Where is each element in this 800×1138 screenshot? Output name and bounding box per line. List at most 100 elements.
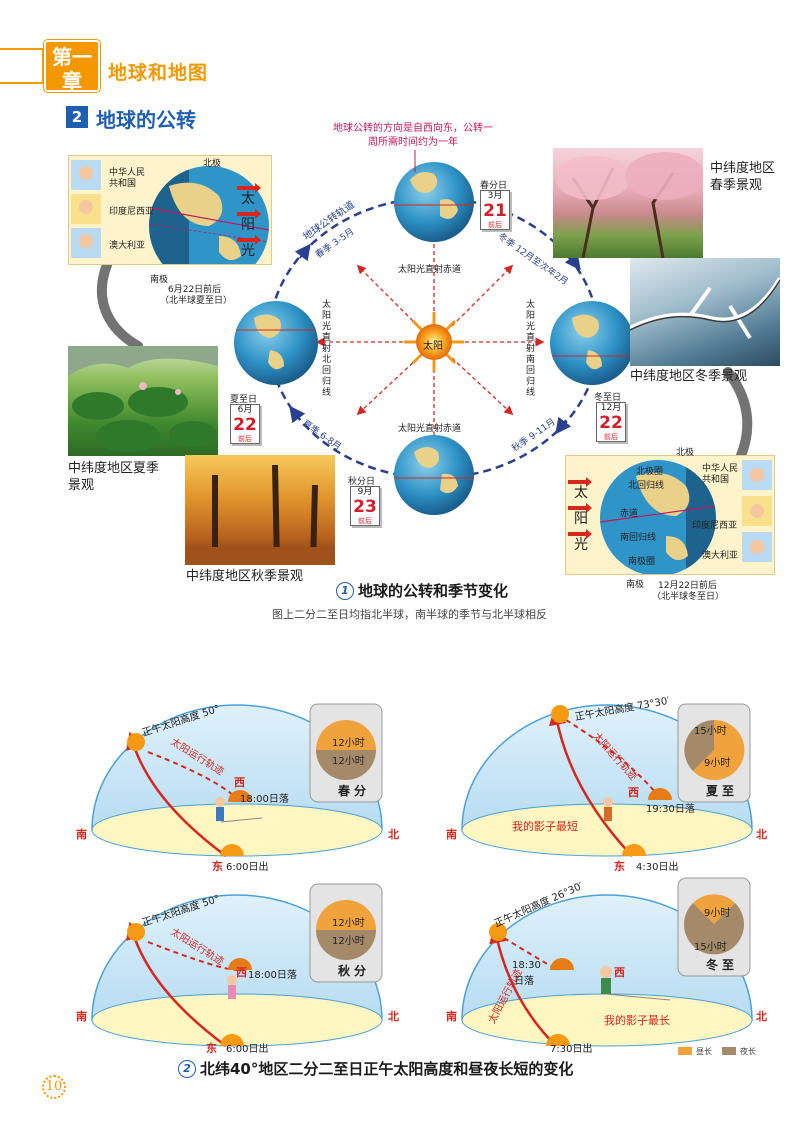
legend-day-label: 昼长 [696, 1047, 712, 1056]
spring-date-card: 3月 21 前后 [480, 190, 510, 230]
summer-date-name: 夏至日 [230, 395, 258, 405]
page-number: 10 [42, 1075, 66, 1099]
summer-shadow: 我的影子最短 [512, 820, 578, 833]
winter-name: 冬至 [706, 958, 739, 972]
winter-date-card: 12月 22 前后 [596, 402, 626, 442]
figure1-num: 1 [336, 582, 354, 600]
summer-set: 19:30日落 [646, 804, 695, 815]
winter-north-pole: 北极 [676, 448, 695, 458]
sun-label: 太阳 [423, 341, 443, 352]
summer-east: 东 [614, 860, 625, 873]
summer-night: 9小时 [704, 758, 731, 769]
summer-place-australia: 澳大利亚 [109, 241, 146, 251]
sun-icon [404, 312, 464, 372]
autumn-night: 12小时 [332, 936, 365, 947]
ray-label-bottom: 太阳光直射赤道 [398, 424, 462, 434]
summer-lotus [68, 346, 218, 452]
globe-winter [550, 301, 634, 385]
spring-pre: 前后 [488, 221, 502, 229]
winter-rise: 7:30日出 [550, 1044, 593, 1055]
spring-caption: 中纬度地区春季景观 [710, 161, 776, 193]
winter-ring-capricorn: 南回归线 [620, 533, 657, 543]
figure2-num: 2 [178, 1060, 196, 1078]
winter-sun-2: 阳 [574, 511, 588, 527]
globe-autumn [394, 435, 474, 515]
summer-month: 6月 [237, 405, 253, 415]
summer-north-pole: 北极 [203, 159, 222, 169]
autumn-rise: 6:00日出 [226, 1044, 269, 1055]
summer-inset-sub: （北半球夏至日） [160, 296, 233, 306]
autumn-caption: 中纬度地区秋季景观 [186, 569, 304, 584]
spring-set: 18:00日落 [240, 794, 289, 805]
autumn-photo [185, 455, 335, 565]
figure1-note: 图上二分二至日均指北半球，南半球的季节与北半球相反 [272, 608, 547, 621]
winter-south: 南 [446, 1010, 457, 1023]
autumn-pre: 前后 [358, 517, 372, 525]
winter-day: 22 [599, 413, 623, 433]
spring-trees [555, 152, 703, 258]
winter-month: 12月 [600, 403, 622, 413]
note-arrow [414, 150, 416, 172]
spring-month: 3月 [487, 191, 503, 201]
summer-place-indonesia: 印度尼西亚 [109, 207, 155, 217]
autumn-south: 南 [76, 1010, 87, 1023]
autumn-trees [185, 464, 335, 565]
spring-night: 12小时 [332, 756, 365, 767]
winter-set: 日落 [514, 976, 534, 987]
day-night-boxes [309, 703, 751, 983]
figure2-title-text: 北纬40°地区二分二至日正午太阳高度和昼夜长短的变化 [200, 1060, 574, 1078]
summer-caption: 中纬度地区夏季景观 [68, 461, 160, 493]
winter-branches [630, 276, 780, 340]
chapter-badge: 第一章 [44, 40, 100, 93]
winter-set-time: 18:30 [512, 960, 541, 971]
winter-place-china: 中华人民共和国 [702, 464, 739, 485]
pie-spring [309, 703, 383, 803]
legend-day-swatch [678, 1047, 692, 1055]
autumn-day: 12小时 [332, 918, 365, 929]
autumn-date-name: 秋分日 [348, 477, 376, 487]
summer-sun-3: 光 [241, 243, 255, 259]
spring-date-name: 春分日 [480, 181, 508, 191]
globe-summer [234, 301, 318, 385]
spring-day: 12小时 [332, 738, 365, 749]
autumn-west: 西 [236, 966, 247, 979]
summer-west: 西 [628, 786, 639, 799]
winter-inset-sub: （北半球冬至日） [652, 592, 725, 602]
winter-solstice-inset: 太 阳 光 北极圈 北回归线 赤道 南回归线 南极圈 中华人民共和国 印度尼西亚… [565, 455, 775, 575]
spring-day: 21 [483, 201, 507, 221]
winter-day: 9小时 [704, 908, 731, 919]
summer-inset-globe [71, 160, 269, 264]
autumn-day: 23 [353, 497, 377, 517]
spring-name: 春分 [338, 784, 371, 798]
summer-north: 北 [756, 828, 767, 841]
summer-place-china: 中华人民共和国 [109, 168, 146, 189]
pie-summer [677, 703, 751, 803]
spring-photo [553, 148, 703, 258]
spring-south: 南 [76, 828, 87, 841]
winter-ring-arctic: 北极圈 [636, 467, 664, 477]
pie-winter [677, 877, 751, 977]
autumn-east: 东 [206, 1042, 217, 1055]
legend-night-swatch [722, 1047, 736, 1055]
globe-spring [394, 162, 474, 242]
summer-south-pole: 南极 [150, 275, 169, 285]
section-title: 地球的公转 [96, 108, 196, 132]
summer-day: 15小时 [694, 726, 727, 737]
autumn-name: 秋分 [338, 964, 371, 978]
summer-sun-2: 阳 [241, 217, 255, 233]
winter-ring-antarctic: 南极圈 [628, 557, 656, 567]
autumn-date-card: 9月 23 前后 [350, 486, 380, 526]
summer-day: 22 [233, 415, 257, 435]
winter-photo [630, 258, 780, 366]
winter-shadow: 我的影子最长 [604, 1014, 670, 1027]
winter-ring-equator: 赤道 [620, 509, 639, 519]
winter-date-name: 冬至日 [594, 393, 622, 403]
winter-inset-caption: 12月22日前后 [658, 581, 717, 591]
orbit-note: 地球公转的方向是自西向东，公转一周所需时间约为一年 [333, 123, 493, 148]
winter-place-indonesia: 印度尼西亚 [692, 521, 738, 531]
winter-inset-globe [568, 460, 772, 574]
chapter-tab-bar [0, 48, 44, 84]
ray-label-top: 太阳光直射赤道 [398, 265, 462, 275]
